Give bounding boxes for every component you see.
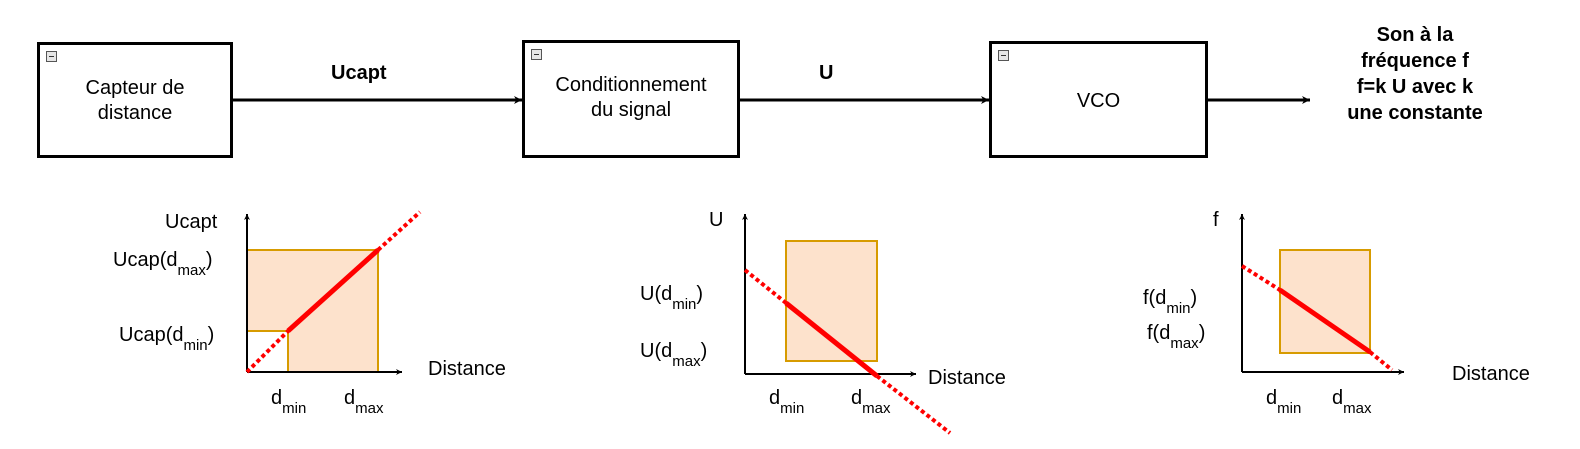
output-text: Son à la fréquence f f=k U avec k une co… [1347,24,1483,124]
graph2-y-high-label: U(dmin) [640,283,703,313]
signal-label-ucapt: Ucapt [331,62,387,84]
block-conditionnement-label: Conditionnement du signal [555,74,707,121]
graph2-x-min-label: dmin [769,387,804,417]
graph2-line-solid [784,301,879,378]
graph-ucapt: Ucapt Ucap(dmax) Ucap(dmin) dmin dmax Di… [113,210,506,417]
graph2-line-dashed-right [875,374,952,435]
graph-u: U U(dmin) U(dmax) dmin dmax Distance [640,209,1006,435]
graph1-y-axis-label: Ucapt [165,211,218,233]
graph1-line-dashed-low [245,329,290,374]
graph-f: f f(dmin) f(dmax) dmin dmax Distance [1143,209,1530,417]
graph3-x-axis-label: Distance [1452,363,1530,385]
collapse-icon[interactable] [46,51,57,62]
graph1-line-dashed-high [376,210,422,252]
signal-label-u: U [819,62,834,84]
graph3-line-dashed-right [1368,350,1394,372]
graph3-line-solid [1278,287,1372,355]
graph3-y-high-label: f(dmin) [1143,287,1197,317]
block-conditionnement-signal[interactable]: Conditionnement du signal [522,40,740,158]
graph1-line-solid [286,248,380,333]
graph3-y-axis-label: f [1213,209,1219,231]
block-capteur-label: Capteur de distance [85,77,185,124]
graph3-x-max-label: dmax [1332,387,1372,417]
graph3-line-dashed-left [1240,264,1282,292]
graph1-x-min-label: dmin [271,387,306,417]
graph1-x-axis-label: Distance [428,358,506,380]
block-vco-label: VCO [1076,90,1121,112]
graph1-x-max-label: dmax [344,387,384,417]
graph2-line-dashed-left [743,268,788,305]
collapse-icon[interactable] [531,49,542,60]
graph1-y-low-label: Ucap(dmin) [119,324,214,354]
graph2-operating-zone [785,240,878,362]
graph2-x-axis-label: Distance [928,367,1006,389]
block-vco[interactable]: VCO [989,41,1208,158]
graph2-y-axis-label: U [709,209,723,231]
graph1-y-high-label: Ucap(dmax) [113,249,213,279]
block-capteur-distance[interactable]: Capteur de distance [37,42,233,158]
graph2-y-low-label: U(dmax) [640,340,707,370]
graph3-y-low-label: f(dmax) [1147,322,1205,352]
graph3-x-min-label: dmin [1266,387,1301,417]
collapse-icon[interactable] [998,50,1009,61]
graph2-x-max-label: dmax [851,387,891,417]
